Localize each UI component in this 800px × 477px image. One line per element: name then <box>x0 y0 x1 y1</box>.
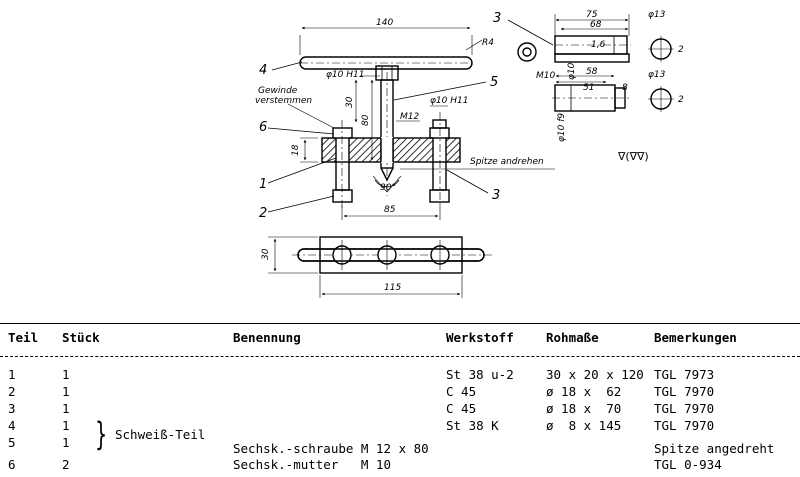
dimension-texts: 140 R4 φ10 H11 φ10 H11 30 80 M12 18 85 9… <box>261 10 684 293</box>
dim-115: 115 <box>384 283 401 293</box>
cell-stueck: 1 <box>62 418 70 433</box>
label-part-5: 5 <box>490 75 498 90</box>
cell-teil: 2 <box>8 384 16 399</box>
right-stud <box>429 127 450 139</box>
table-header-rule <box>0 356 800 357</box>
cell-benennung: Sechsk.-mutter M 10 <box>233 457 392 472</box>
dim-8: 8 <box>622 83 628 93</box>
dim-phi10-small: φ10 <box>567 62 577 80</box>
dim-phi10-b: φ10 H11 <box>430 96 468 106</box>
header-werkstoff: Werkstoff <box>446 330 514 345</box>
table-row: 4 1 St 38 K ø 8 x 145 TGL 7970 <box>0 417 800 434</box>
cell-bemerkungen: TGL 7970 <box>654 384 715 399</box>
dim-m12: M12 <box>400 112 419 122</box>
dim-51: 51 <box>583 83 594 93</box>
cell-bemerkungen: TGL 7973 <box>654 367 715 382</box>
note-spitze: Spitze andrehen <box>470 157 544 167</box>
table-row: 2 1 C 45 ø 18 x 62 TGL 7970 <box>0 383 800 400</box>
dim-r4: R4 <box>482 38 494 48</box>
header-rohmasse: Rohmaße <box>546 330 599 345</box>
table-header: Teil Stück Benennung Werkstoff Rohmaße B… <box>0 329 800 346</box>
dim-30: 30 <box>345 96 355 108</box>
cell-stueck: 1 <box>62 435 70 450</box>
cell-stueck: 2 <box>62 457 70 472</box>
cell-werkstoff: St 38 K <box>446 418 499 433</box>
label-part-4: 4 <box>259 63 267 78</box>
cell-werkstoff: St 38 u-2 <box>446 367 514 382</box>
cell-rohmasse: ø 18 x 70 <box>546 401 622 416</box>
front-view <box>267 26 555 220</box>
cell-rohmasse: ø 8 x 145 <box>546 418 622 433</box>
technical-drawing: 4 6 1 2 3 5 3 140 R4 φ10 H11 φ10 H11 30 … <box>255 10 684 298</box>
table-row: 5 1 Sechsk.-schraube M 12 x 80 Spitze an… <box>0 434 800 456</box>
cell-stueck: 1 <box>62 401 70 416</box>
table-top-border <box>0 323 800 324</box>
cell-bemerkungen: TGL 0-934 <box>654 457 722 472</box>
label-part-2: 2 <box>259 206 267 221</box>
group-label: Schweiß-Teil <box>115 427 206 442</box>
cell-bemerkungen: TGL 7970 <box>654 401 715 416</box>
cell-teil: 1 <box>8 367 16 382</box>
header-teil: Teil <box>8 330 39 345</box>
cell-teil: 4 <box>8 418 16 433</box>
cell-werkstoff: C 45 <box>446 384 477 399</box>
left-stud <box>332 127 353 139</box>
cell-bemerkungen: TGL 7970 <box>654 418 715 433</box>
dim-phi13-a: φ13 <box>648 10 666 20</box>
surface-symbol: ∇(∇∇) <box>617 150 649 163</box>
header-bemerkungen: Bemerkungen <box>654 330 737 345</box>
dim-phi13-b: φ13 <box>648 70 666 80</box>
label-part-6: 6 <box>259 120 267 135</box>
header-benennung: Benennung <box>233 330 301 345</box>
part-labels: 4 6 1 2 3 5 3 <box>259 11 501 221</box>
cell-teil: 6 <box>8 457 16 472</box>
cell-teil: 3 <box>8 401 16 416</box>
brace-symbol: } <box>95 415 108 453</box>
detail-part-2 <box>552 74 674 112</box>
dim-85: 85 <box>384 205 396 215</box>
dim-18: 18 <box>291 144 301 156</box>
dim-30-bottom: 30 <box>261 248 271 260</box>
dim-phi10-side: φ10 f9 <box>557 113 567 142</box>
dim-90: 90° <box>380 183 396 193</box>
dim-m10: M10 <box>536 71 555 81</box>
dim-2-b: 2 <box>678 95 684 105</box>
dim-68: 68 <box>590 20 602 30</box>
detail-part-3 <box>507 14 674 63</box>
cell-stueck: 1 <box>62 367 70 382</box>
drawing-notes: Gewinde verstemmen Spitze andrehen ∇(∇∇) <box>255 86 649 167</box>
dim-2-a: 2 <box>678 45 684 55</box>
cell-werkstoff: C 45 <box>446 401 477 416</box>
label-part-3-detail: 3 <box>493 11 501 26</box>
plan-view <box>268 236 492 298</box>
dim-phi10-a: φ10 H11 <box>326 70 364 80</box>
note-gewinde-2: verstemmen <box>255 96 312 106</box>
dim-80: 80 <box>361 114 371 126</box>
cell-bemerkungen: Spitze angedreht <box>654 441 775 456</box>
cell-benennung: Sechsk.-schraube M 12 x 80 <box>233 441 429 456</box>
dim-140: 140 <box>376 18 393 28</box>
table-row: 6 2 Sechsk.-mutter M 10 TGL 0-934 <box>0 456 800 473</box>
dim-58: 58 <box>586 67 598 77</box>
cell-teil: 5 <box>8 435 16 450</box>
header-stueck: Stück <box>62 330 100 345</box>
cell-rohmasse: 30 x 20 x 120 <box>546 367 644 382</box>
table-row: 1 1 St 38 u-2 30 x 20 x 120 TGL 7973 <box>0 366 800 383</box>
label-part-1: 1 <box>259 177 267 192</box>
dim-75: 75 <box>586 10 598 20</box>
cell-stueck: 1 <box>62 384 70 399</box>
label-part-3: 3 <box>492 188 500 203</box>
cell-rohmasse: ø 18 x 62 <box>546 384 622 399</box>
table-row: 3 1 C 45 ø 18 x 70 TGL 7970 <box>0 400 800 417</box>
note-gewinde-1: Gewinde <box>258 86 298 96</box>
drawing-svg: 4 6 1 2 3 5 3 140 R4 φ10 H11 φ10 H11 30 … <box>255 10 684 298</box>
dim-1-6: 1,6 <box>591 40 606 50</box>
